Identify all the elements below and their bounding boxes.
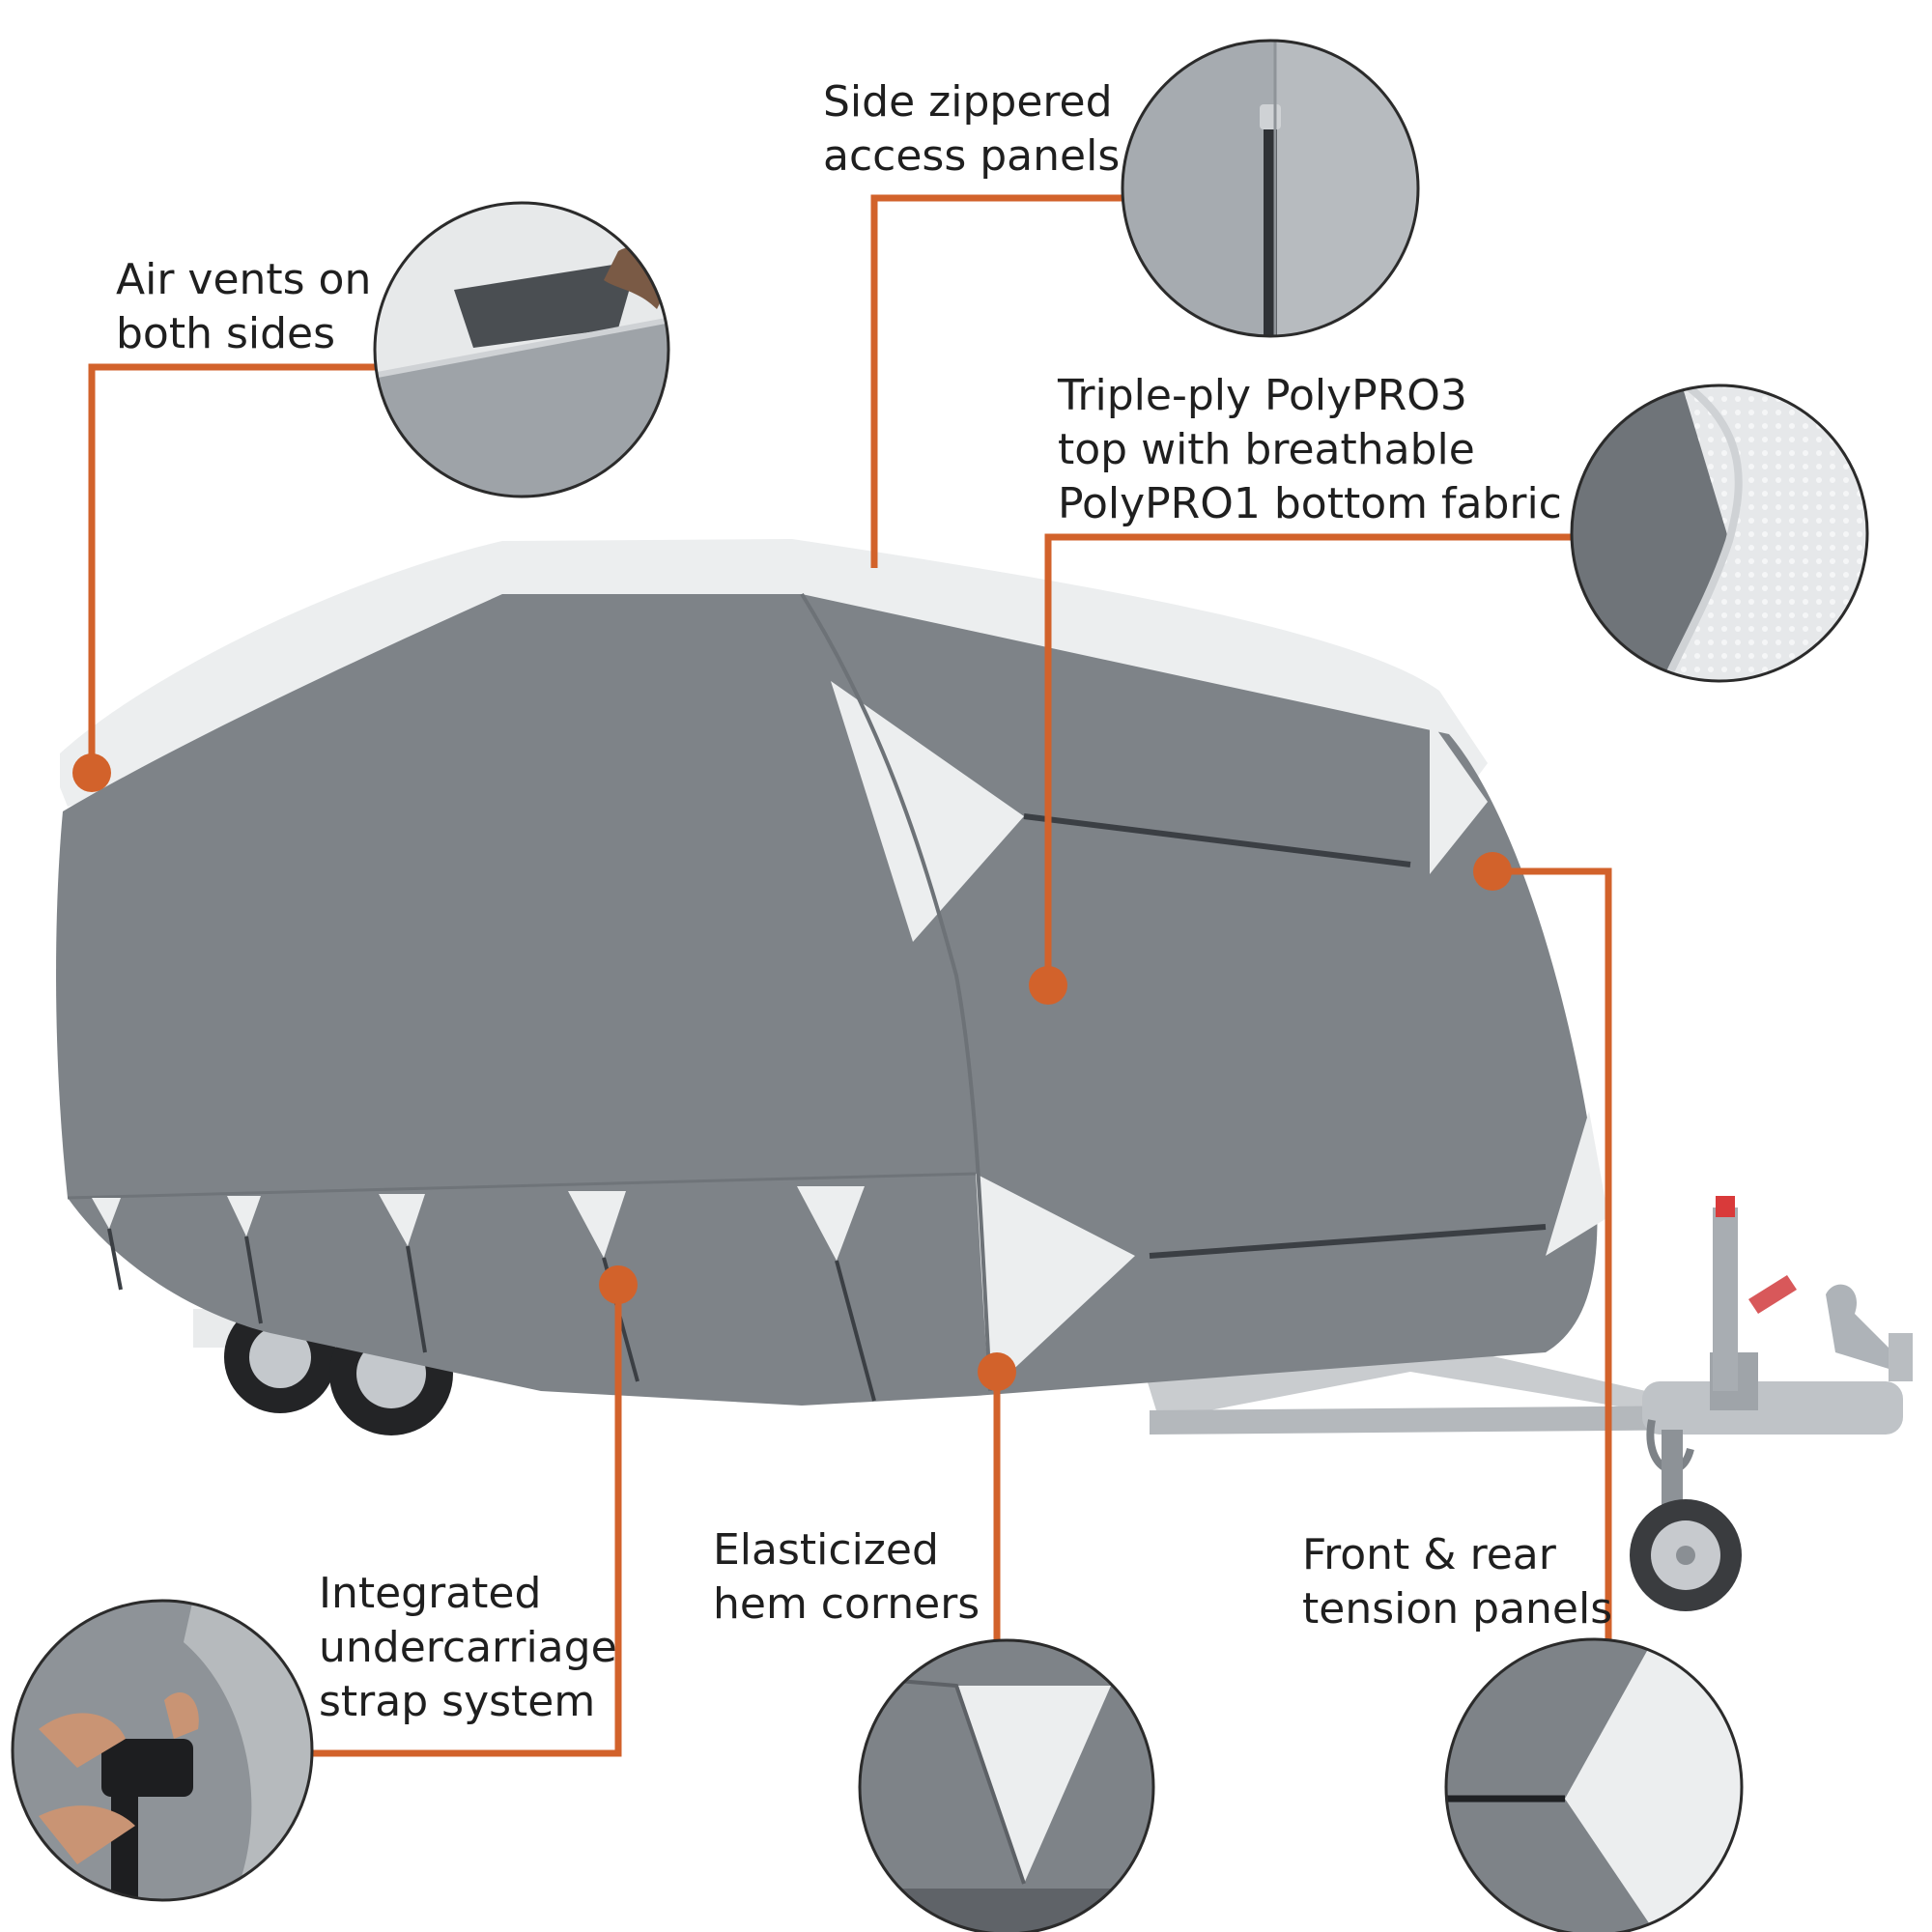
air-vents-line-1: Air vents on (116, 255, 372, 304)
detail-circle-side-zipper (1121, 39, 1420, 338)
undercarriage-line-3: strap system (319, 1677, 596, 1726)
elasticized-line-1: Elasticized (713, 1525, 939, 1575)
callout-dot-air-vents (72, 753, 111, 792)
tension-line-2: tension panels (1302, 1584, 1613, 1634)
detail-circle-tension-panel (1444, 1637, 1744, 1932)
elasticized-line-2: hem corners (713, 1579, 980, 1629)
callout-label-side-zippered: Side zippered access panels (823, 75, 1120, 184)
detail-circle-elastic-hem (858, 1638, 1155, 1932)
triple-ply-line-1: Triple-ply PolyPRO3 (1058, 371, 1467, 420)
callout-dot-elasticized (978, 1352, 1016, 1391)
side-zippered-line-2: access panels (823, 131, 1121, 181)
callout-dots (72, 753, 1512, 1391)
undercarriage-line-2: undercarriage (319, 1623, 617, 1672)
rv-cover (56, 539, 1608, 1406)
callout-leader-lines (88, 194, 1612, 1757)
tension-line-1: Front & rear (1302, 1530, 1556, 1579)
side-zippered-line-1: Side zippered (823, 77, 1113, 127)
callout-label-undercarriage: Integrated undercarriage strap system (319, 1567, 617, 1729)
callout-label-triple-ply: Triple-ply PolyPRO3 top with breathable … (1058, 369, 1562, 531)
undercarriage-line-1: Integrated (319, 1569, 542, 1618)
trailer-hitch (1140, 1196, 1913, 1611)
callout-dot-tension (1473, 852, 1512, 891)
detail-circle-air-vents (373, 201, 670, 498)
callout-dot-triple-ply (1029, 966, 1067, 1005)
triple-ply-line-2: top with breathable (1058, 425, 1475, 474)
detail-circle-strap-buckle (11, 1599, 314, 1902)
callout-label-tension: Front & rear tension panels (1302, 1528, 1612, 1636)
callout-label-elasticized: Elasticized hem corners (713, 1523, 980, 1632)
detail-circle-fabric-layers (1570, 384, 1869, 683)
callout-dot-undercarriage (599, 1265, 638, 1304)
air-vents-line-2: both sides (116, 309, 336, 358)
triple-ply-line-3: PolyPRO1 bottom fabric (1058, 479, 1562, 528)
callout-label-air-vents: Air vents on both sides (116, 253, 371, 361)
